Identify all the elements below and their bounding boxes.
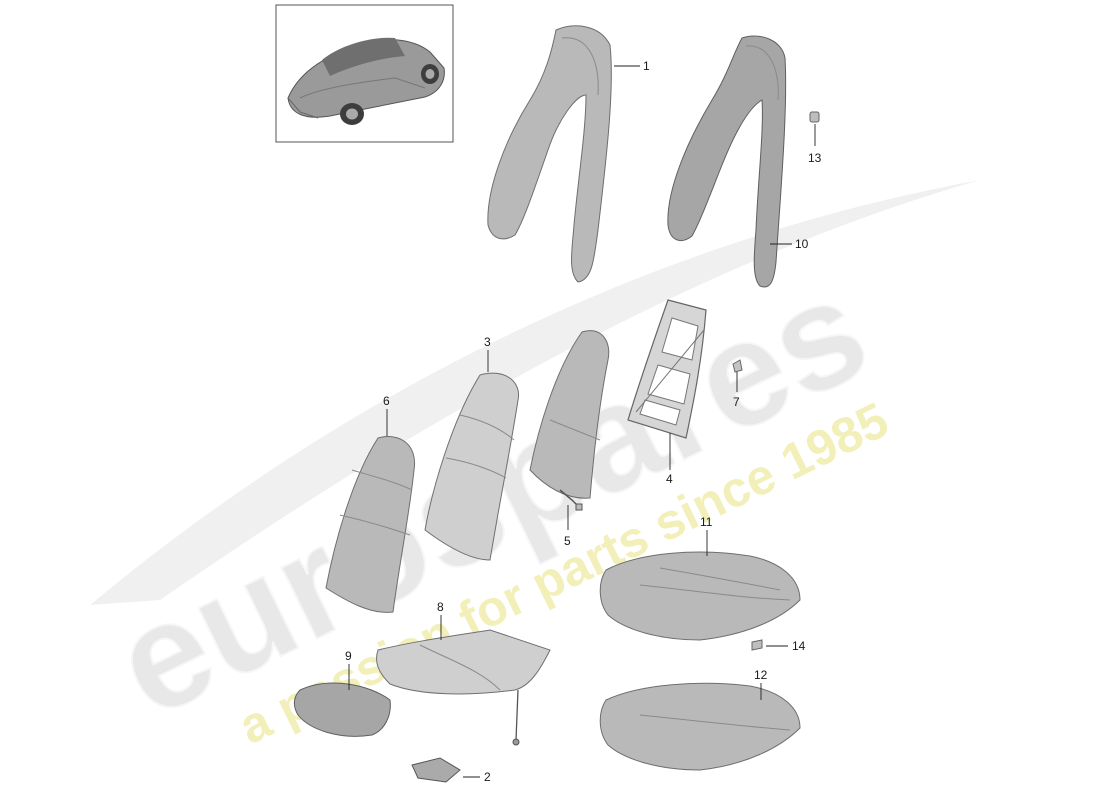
svg-text:3: 3 <box>484 335 491 349</box>
part-13-clip <box>809 111 820 123</box>
callout-2: 2 <box>463 770 491 784</box>
svg-text:6: 6 <box>383 394 390 408</box>
backrest-pad-rear <box>529 330 610 499</box>
part-3-backrest-pad <box>424 372 520 561</box>
vehicle-thumbnail <box>275 4 454 143</box>
callout-8: 8 <box>437 600 444 640</box>
callout-9: 9 <box>345 649 352 690</box>
car-image <box>287 37 445 125</box>
svg-text:7: 7 <box>733 395 740 409</box>
callout-1: 1 <box>614 59 650 73</box>
callout-11: 11 <box>700 515 713 556</box>
svg-text:5: 5 <box>564 534 571 548</box>
part-12-seat-cushion-base <box>599 682 801 771</box>
part-9-side-bolster <box>293 682 391 737</box>
svg-text:9: 9 <box>345 649 352 663</box>
callout-10: 10 <box>770 237 809 251</box>
part-1-backrest-shell <box>487 25 612 283</box>
part-2-bracket <box>411 757 461 783</box>
part-14-clip <box>751 639 763 651</box>
part-10-backrest-shell <box>667 35 787 288</box>
callout-6: 6 <box>383 394 390 436</box>
svg-text:11: 11 <box>700 515 713 529</box>
callout-7: 7 <box>733 372 740 409</box>
svg-text:4: 4 <box>666 472 673 486</box>
svg-text:14: 14 <box>792 639 806 653</box>
callout-4: 4 <box>666 433 673 486</box>
svg-text:12: 12 <box>754 668 768 682</box>
part-5-sensor-wire <box>559 489 583 511</box>
svg-text:1: 1 <box>643 59 650 73</box>
part-6-backrest-cover <box>325 436 416 613</box>
svg-text:13: 13 <box>808 151 822 165</box>
part-8-seat-cover <box>376 629 551 746</box>
watermark-swoosh <box>90 180 980 605</box>
callout-14: 14 <box>766 639 806 653</box>
svg-text:10: 10 <box>795 237 809 251</box>
part-7-connector <box>732 359 743 373</box>
part-11-seat-cushion <box>599 551 801 641</box>
svg-text:8: 8 <box>437 600 444 614</box>
callout-5: 5 <box>564 505 571 548</box>
svg-text:2: 2 <box>484 770 491 784</box>
callout-12: 12 <box>754 668 768 700</box>
callout-3: 3 <box>484 335 491 372</box>
part-4-backrest-frame <box>627 299 707 439</box>
callout-13: 13 <box>808 124 822 165</box>
callouts: 1 2 3 4 5 6 7 8 9 <box>345 59 822 784</box>
